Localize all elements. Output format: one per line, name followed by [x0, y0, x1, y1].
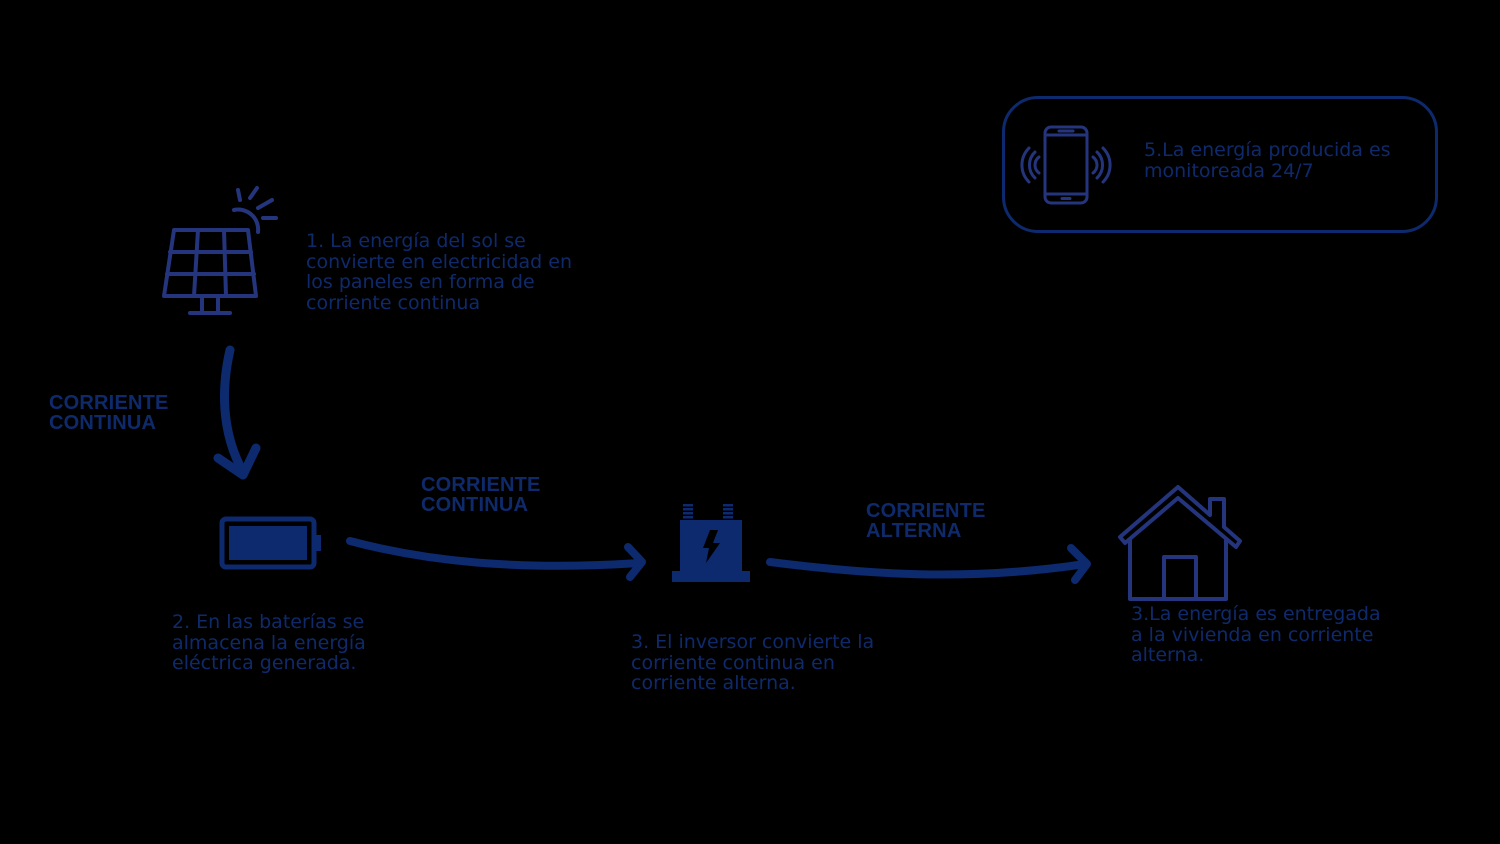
step-2-line: almacena la energía — [172, 631, 366, 654]
step-4-line: a la vivienda en corriente — [1131, 623, 1374, 646]
step-2-line: 2. En las baterías se — [172, 611, 365, 633]
step-5-description: 5.La energía producida es monitoreada 24… — [1144, 140, 1391, 181]
flow-label-panel-to-battery: CORRIENTE CONTINUA — [49, 393, 169, 433]
arrow-down-icon — [213, 345, 261, 480]
step-5-line: monitoreada 24/7 — [1144, 159, 1314, 182]
flow-label-line: CORRIENTE — [49, 392, 169, 414]
step-3-description: 3. El inversor convierte la corriente co… — [631, 632, 874, 694]
flow-label-line: CONTINUA — [49, 412, 157, 434]
step-3-line: corriente alterna. — [631, 672, 796, 694]
arrow-right-icon — [346, 537, 646, 581]
step-5-line: 5.La energía producida es — [1144, 139, 1391, 161]
flow-label-line: ALTERNA — [866, 520, 962, 542]
monitoring-box — [1002, 96, 1438, 233]
inverter-icon — [672, 504, 750, 582]
step-1-description: 1. La energía del sol se convierte en el… — [306, 231, 572, 313]
step-2-description: 2. En las baterías se almacena la energí… — [172, 612, 366, 674]
smartphone-signal-icon — [1020, 125, 1112, 205]
step-4-description: 3.La energía es entregada a la vivienda … — [1131, 604, 1381, 666]
flow-label-line: CONTINUA — [421, 494, 529, 516]
flow-label-battery-to-inverter: CORRIENTE CONTINUA — [421, 475, 541, 515]
step-4-line: alterna. — [1131, 644, 1205, 666]
step-1-line: convierte en electricidad en — [306, 250, 572, 273]
step-3-line: corriente continua en — [631, 651, 835, 674]
step-3-line: 3. El inversor convierte la — [631, 631, 875, 653]
flow-label-line: CORRIENTE — [866, 500, 986, 522]
house-icon — [1118, 485, 1242, 601]
step-1-line: los paneles en forma de — [306, 271, 535, 293]
step-1-line: 1. La energía del sol se — [306, 230, 526, 252]
step-1-line: corriente continua — [306, 291, 481, 314]
step-2-line: eléctrica generada. — [172, 652, 357, 674]
arrow-right-icon — [766, 544, 1091, 584]
flow-label-line: CORRIENTE — [421, 474, 541, 496]
solar-panel-icon — [162, 186, 278, 315]
step-4-line: 3.La energía es entregada — [1131, 603, 1381, 625]
battery-icon — [219, 516, 321, 570]
flow-label-inverter-to-house: CORRIENTE ALTERNA — [866, 501, 986, 541]
